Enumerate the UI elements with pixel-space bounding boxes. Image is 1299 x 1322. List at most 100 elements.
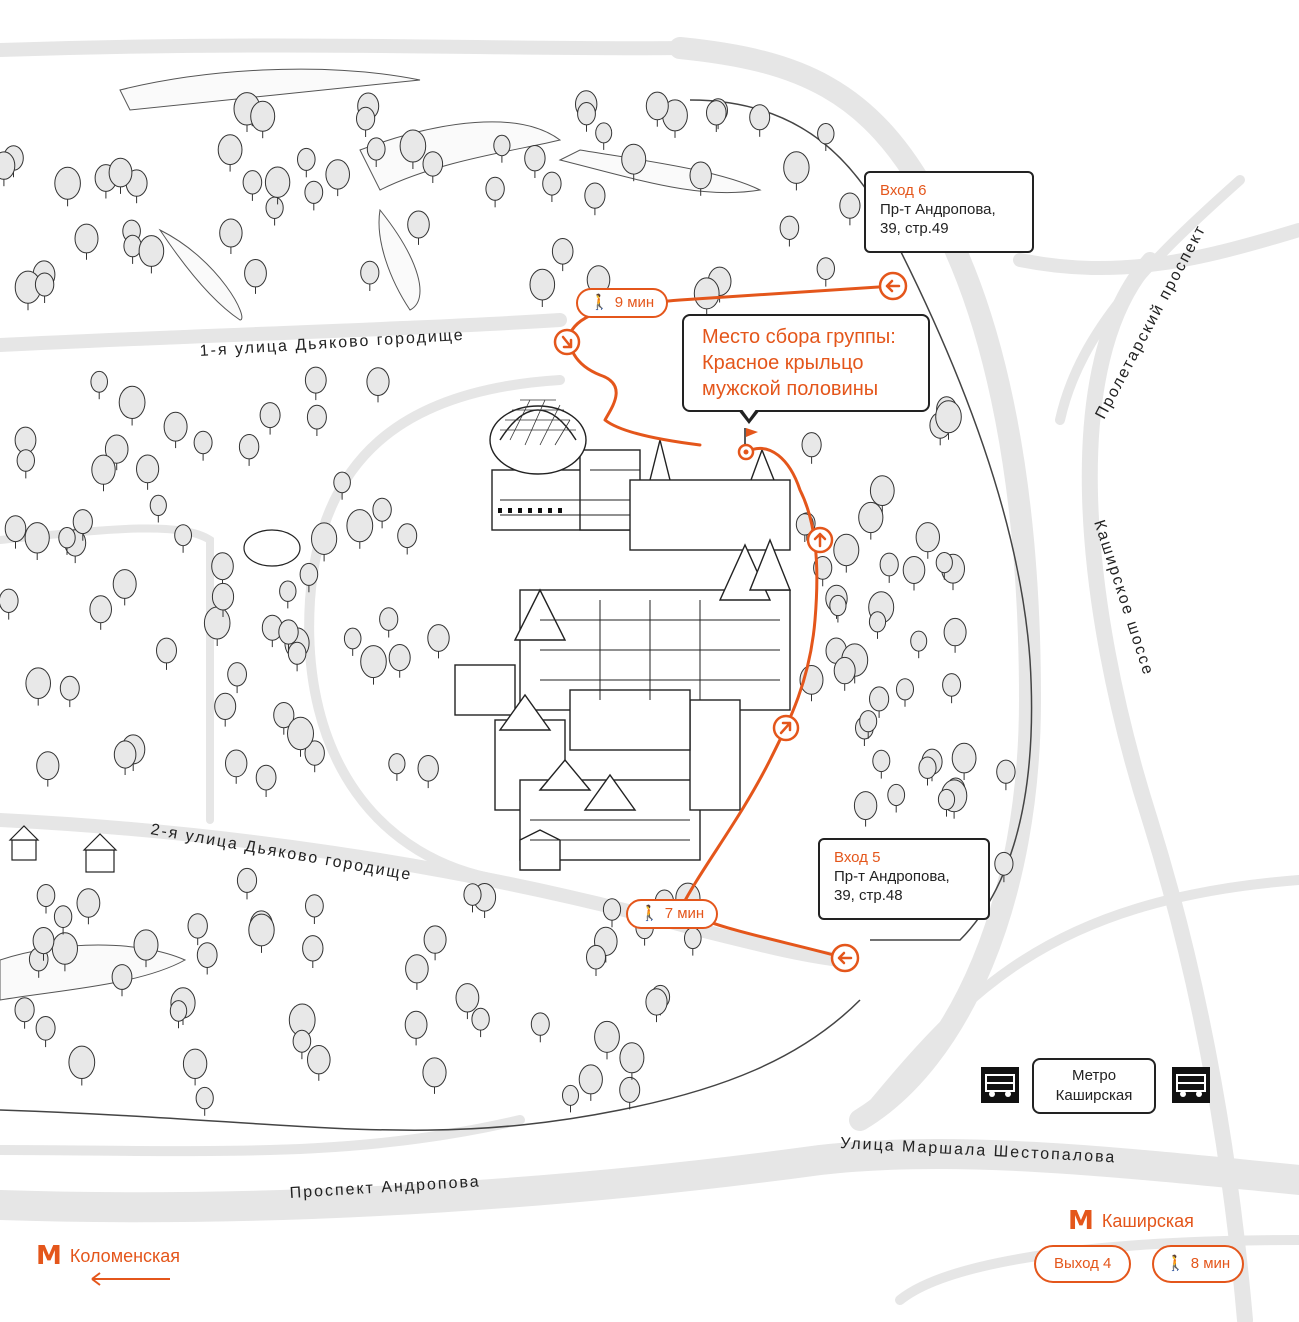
- tree: [156, 637, 177, 664]
- tree: [58, 527, 76, 549]
- tree: [530, 1012, 550, 1036]
- walk-time-label: 7 мин: [664, 905, 705, 922]
- walk-icon: 🚶: [1166, 1255, 1185, 1272]
- tree: [868, 611, 887, 633]
- tree: [404, 1010, 428, 1039]
- tree: [935, 552, 953, 574]
- tree: [372, 497, 392, 522]
- tree: [211, 582, 235, 611]
- tree: [422, 151, 444, 177]
- tree: [36, 751, 60, 781]
- tree: [343, 627, 362, 650]
- tree: [196, 942, 218, 968]
- bus-icon: [981, 1067, 1019, 1103]
- entrance-6-address-1: Пр-т Андропова,: [880, 201, 996, 218]
- flag-icon: [737, 428, 758, 461]
- metro-exit-label: Выход 4: [1054, 1255, 1112, 1272]
- tree: [203, 606, 231, 640]
- tree: [112, 569, 137, 599]
- tree: [306, 404, 327, 430]
- tree: [72, 509, 93, 535]
- tree: [423, 925, 447, 954]
- tree: [108, 157, 133, 188]
- tree: [684, 927, 702, 950]
- walk-time-metro: 🚶 8 мин: [1152, 1245, 1245, 1283]
- houses: [8, 529, 301, 873]
- tree: [399, 129, 427, 163]
- tree: [149, 494, 167, 516]
- route-markers: [553, 271, 908, 973]
- tree: [602, 898, 622, 921]
- tree: [542, 171, 562, 196]
- tree: [118, 385, 146, 419]
- tree: [244, 259, 267, 288]
- tree: [551, 238, 574, 265]
- walk-time-label: 8 мин: [1190, 1255, 1231, 1272]
- tree: [943, 617, 967, 647]
- route-arrows: [561, 279, 901, 965]
- tree: [366, 137, 386, 161]
- tree: [779, 215, 800, 241]
- tree: [287, 716, 314, 751]
- tree: [187, 913, 208, 939]
- metro-exit-pill: Выход 4: [1034, 1245, 1132, 1283]
- tree: [896, 678, 914, 701]
- entrance-5-title: Вход 5: [834, 849, 881, 866]
- tree: [219, 218, 243, 248]
- tree: [829, 594, 847, 617]
- tree: [236, 867, 258, 893]
- tree: [749, 104, 771, 131]
- walk-time-label: 9 мин: [614, 294, 655, 311]
- tree: [304, 740, 325, 766]
- tree: [463, 883, 482, 906]
- tree: [174, 524, 193, 547]
- tree: [250, 100, 276, 132]
- walk-time-entrance-6: 🚶 9 мин: [576, 288, 669, 318]
- tree: [297, 147, 316, 171]
- tree: [264, 166, 291, 198]
- metro-icon: M: [1068, 1206, 1094, 1236]
- tree: [16, 449, 35, 472]
- tree: [193, 430, 213, 455]
- tree: [562, 1084, 579, 1106]
- tree: [14, 426, 37, 454]
- tree: [578, 1064, 603, 1095]
- tree: [379, 607, 399, 631]
- tree: [91, 454, 116, 485]
- tree: [887, 783, 906, 807]
- tree: [4, 515, 27, 543]
- tree: [783, 151, 810, 184]
- tree: [407, 210, 430, 239]
- tree: [304, 366, 327, 394]
- entrance-5-address-2: 39, стр.48: [834, 887, 903, 904]
- tree: [25, 667, 52, 700]
- tree: [817, 123, 835, 145]
- meeting-point-line-3: мужской половины: [702, 378, 879, 400]
- tree: [471, 1007, 490, 1031]
- tree: [910, 630, 928, 652]
- tree: [35, 1016, 56, 1041]
- tree: [833, 656, 856, 685]
- tree: [706, 100, 727, 126]
- tree: [182, 1048, 208, 1080]
- walk-time-entrance-5: 🚶 7 мин: [626, 899, 719, 929]
- tree: [255, 764, 277, 791]
- tree: [397, 523, 418, 549]
- tree: [621, 143, 647, 175]
- metro-box-line-1: Метро: [1071, 1067, 1117, 1084]
- entrance-5-address-1: Пр-т Андропова,: [834, 868, 950, 885]
- tree: [307, 1045, 331, 1075]
- tree: [138, 235, 165, 267]
- tree: [111, 964, 133, 990]
- tree: [388, 644, 411, 672]
- tree: [76, 888, 101, 918]
- tree: [0, 588, 19, 613]
- tree: [356, 106, 376, 131]
- tree: [996, 759, 1016, 784]
- walk-icon: 🚶: [590, 294, 609, 311]
- tree: [405, 954, 429, 984]
- tree: [299, 562, 319, 586]
- tree: [133, 929, 159, 961]
- tree: [902, 556, 926, 584]
